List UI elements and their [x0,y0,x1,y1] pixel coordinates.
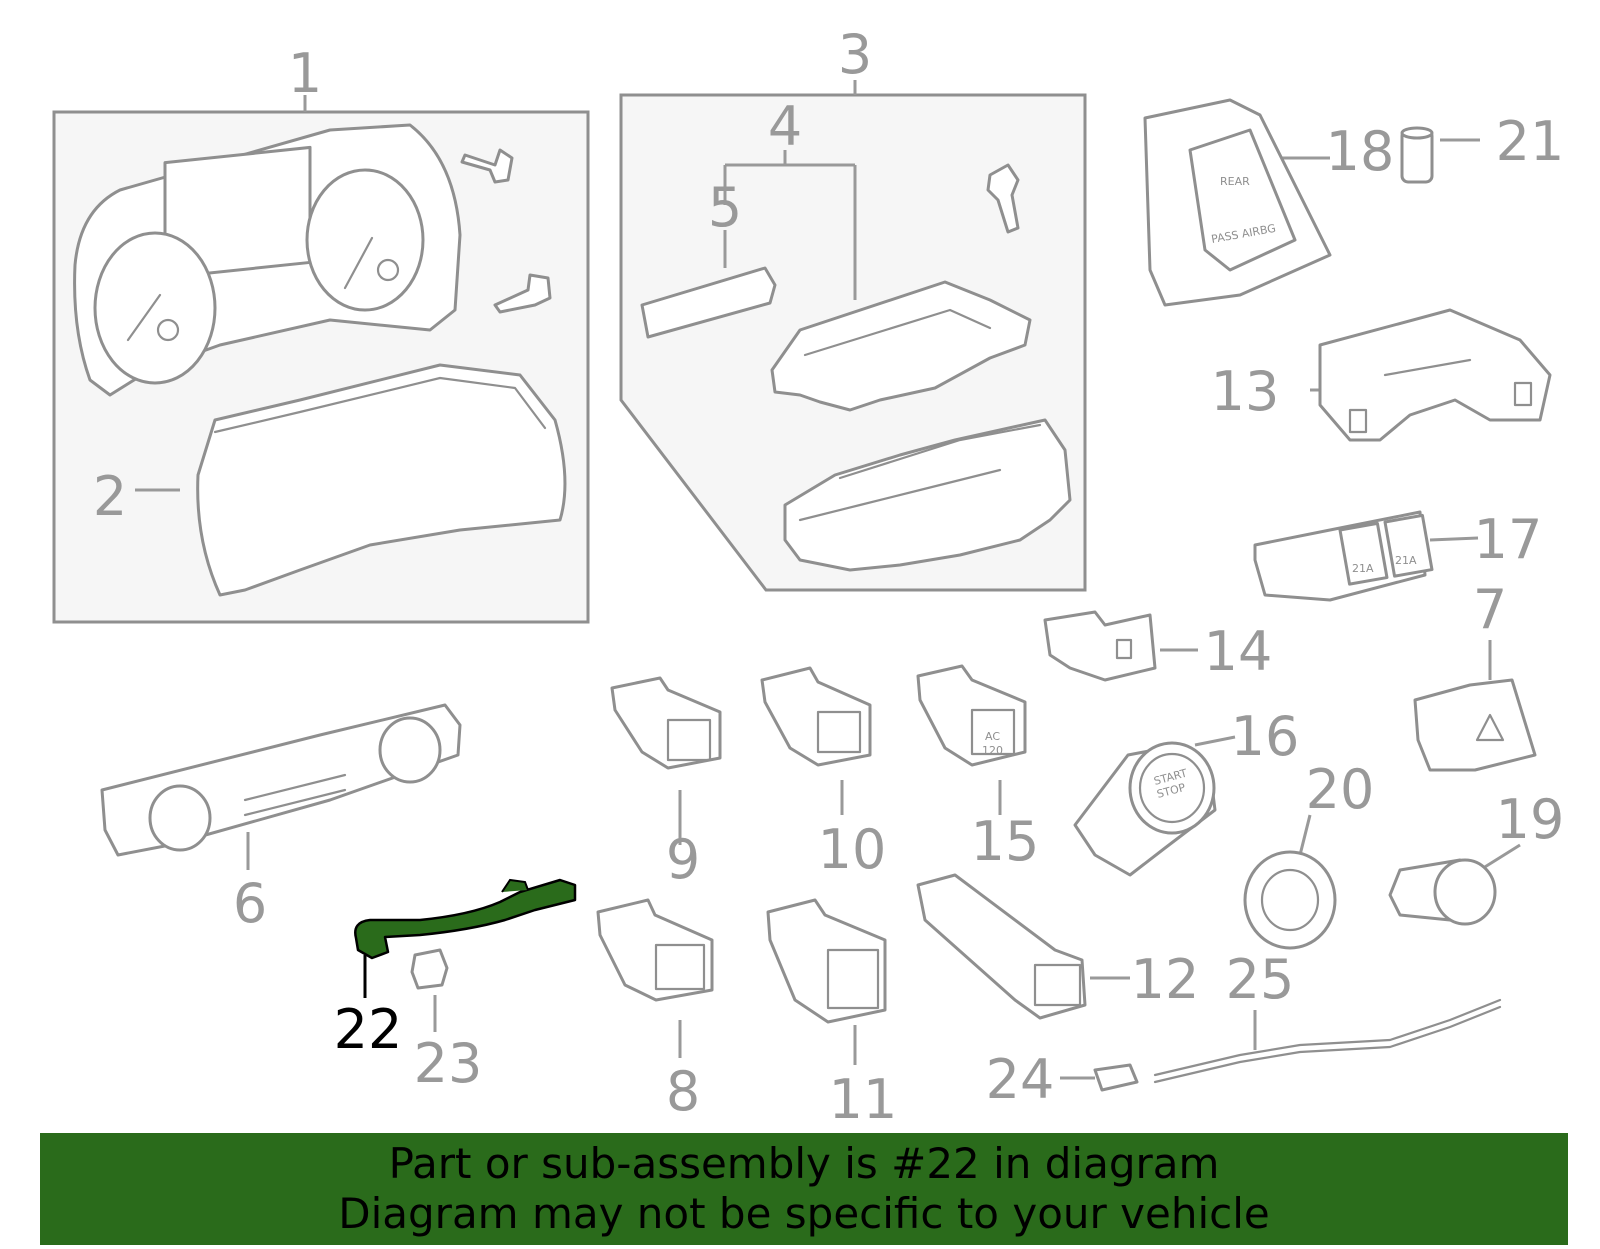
part-14-switch [1043,610,1157,682]
callout-9: 9 [666,828,700,891]
callout-14: 14 [1204,620,1273,683]
callout-5: 5 [708,176,742,239]
callout-10: 10 [818,818,887,881]
callout-12: 12 [1131,948,1200,1011]
part-5-trim [640,266,777,339]
banner-line-2: Diagram may not be specific to your vehi… [338,1189,1270,1238]
callout-2: 2 [93,465,127,528]
part-16-start-stop-button: START STOP [1073,741,1217,877]
part-13-switch-panel [1318,308,1552,442]
callout-6: 6 [233,872,267,935]
rear-text: REAR [1220,175,1250,188]
callout-13: 13 [1211,360,1280,423]
part-12-switch [916,873,1087,1020]
part-1-instrument-cluster [73,123,462,397]
part-22-highlighted [354,878,577,960]
part-10-switch [760,666,872,767]
part-20-power-socket [1243,850,1337,950]
banner-line-1: Part or sub-assembly is #22 in diagram [388,1139,1220,1188]
callout-21: 21 [1496,110,1565,173]
callout-1: 1 [288,42,322,105]
callout-19: 19 [1496,788,1565,851]
part-17-usb-ports: 21A 21A [1253,510,1434,602]
part-25-cable [1153,998,1502,1084]
part-8-switch [596,898,714,1002]
usb-label-a: 21A [1352,562,1374,575]
part-4-housing [770,280,1032,412]
part-15-ac-outlet: AC 120 [916,664,1027,767]
part-9-switch [610,676,722,770]
callout-16: 16 [1231,705,1300,768]
callout-4: 4 [768,95,802,158]
part-11-switch [766,898,887,1024]
callout-17: 17 [1474,508,1543,571]
part-18-airbag-panel: REAR PASS AIRBG [1143,98,1332,307]
callout-numbers: 1 2 3 4 5 6 7 8 9 10 11 12 13 14 15 16 1… [93,23,1565,1131]
part-3-bracket [783,418,1072,572]
ac-text: AC [985,730,1000,743]
part-7-hazard-switch [1413,678,1537,772]
screw-icon [460,148,1020,314]
callout-20: 20 [1306,758,1375,821]
callout-8: 8 [666,1060,700,1123]
ac-volt-text: 120 [982,744,1003,757]
callout-11: 11 [829,1068,898,1131]
part-21-bulb [1400,126,1434,184]
callout-23: 23 [414,1032,483,1095]
callout-18: 18 [1326,120,1395,183]
part-23-clip [410,948,449,990]
callout-3: 3 [838,23,872,86]
part-19-power-socket [1388,858,1497,926]
callout-22: 22 [334,998,403,1061]
part-24-connector [1093,1063,1139,1092]
part-2-cluster-lens [196,363,567,597]
leader-lines [135,80,1521,1080]
usb-label-b: 21A [1395,554,1417,567]
callout-7: 7 [1473,578,1507,641]
part-6-climate-control [100,703,462,857]
callout-24: 24 [986,1048,1055,1111]
info-banner: Part or sub-assembly is #22 in diagram D… [40,1133,1568,1245]
callout-25: 25 [1226,948,1295,1011]
callout-15: 15 [971,810,1040,873]
